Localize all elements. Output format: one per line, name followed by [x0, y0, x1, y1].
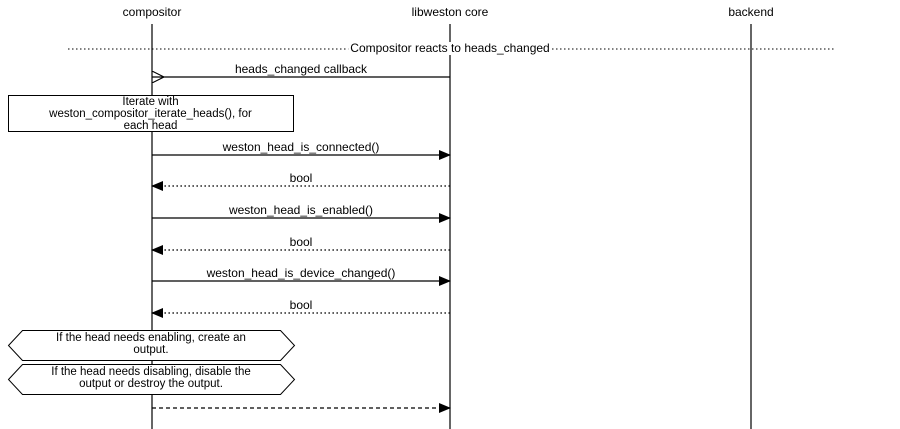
message-label-6: bool: [286, 299, 316, 312]
note-line-2: each head: [123, 120, 178, 132]
lifeline-label-backend: backend: [728, 5, 774, 19]
message-label-3: weston_head_is_enabled(): [225, 204, 377, 217]
condition-text-1: If the head needs disabling, disable the…: [8, 366, 294, 390]
message-label-5: weston_head_is_device_changed(): [203, 267, 399, 280]
condition-0-line-1: output.: [133, 344, 169, 356]
note-rect: [8, 95, 294, 132]
note-box-group: [8, 95, 294, 132]
condition-1-line-1: output or destroy the output.: [79, 378, 223, 390]
condition-hexagons-group: [7, 330, 296, 395]
condition-hexagon-1: [7, 364, 296, 395]
condition-0-line-0: If the head needs enabling, create an: [56, 332, 246, 344]
lifeline-label-compositor: compositor: [122, 5, 182, 19]
condition-hexagon-0: [7, 330, 296, 361]
message-label-2: bool: [286, 172, 316, 185]
message-label-0: heads_changed callback: [231, 63, 371, 76]
separator-label: Compositor reacts to heads_changed: [348, 41, 552, 55]
message-arrows-group: [151, 77, 451, 413]
lifeline-label-libweston: libweston core: [411, 5, 489, 19]
message-label-4: bool: [286, 236, 316, 249]
lifelines-group: [151, 24, 752, 429]
note-line-1: weston_compositor_iterate_heads(), for: [49, 108, 252, 120]
note-line-0: Iterate with: [122, 96, 179, 108]
condition-1-line-0: If the head needs disabling, disable the: [51, 366, 251, 378]
message-label-1: weston_head_is_connected(): [219, 141, 383, 154]
